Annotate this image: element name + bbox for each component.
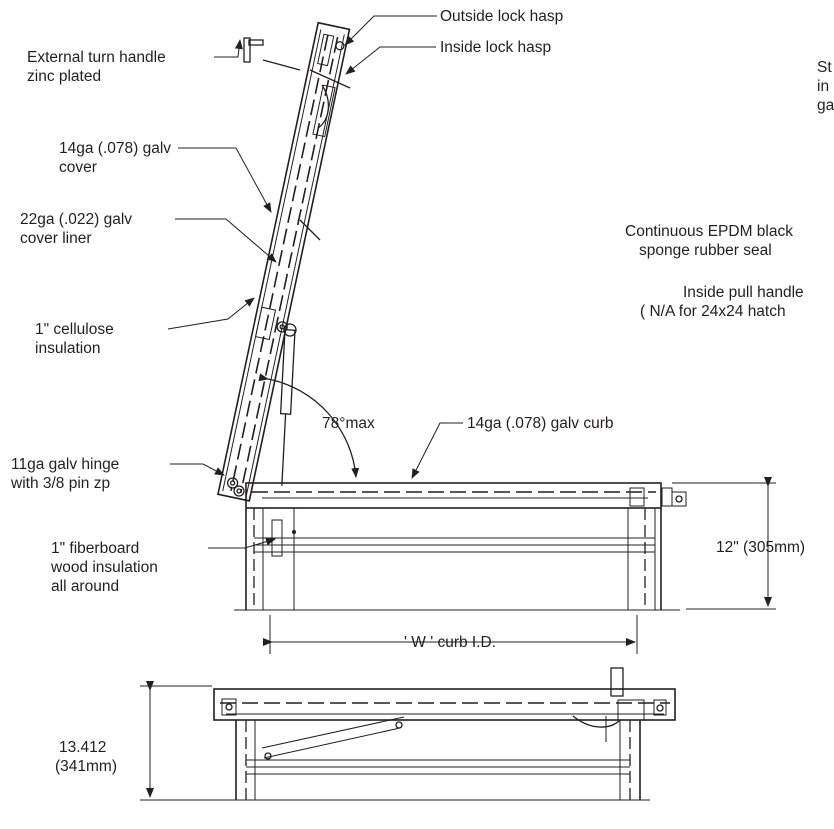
- label-insul-1: 1" cellulose: [35, 321, 114, 338]
- lower-view-closed-hatch: [140, 667, 676, 801]
- label-hinge-2: with 3/8 pin zp: [10, 475, 110, 492]
- label-insul-2: insulation: [35, 340, 101, 357]
- label-width: ' W ' curb I.D.: [404, 634, 496, 651]
- turn-handle: [243, 37, 301, 71]
- label-st-1: St: [817, 59, 832, 76]
- leader-lines: [167, 15, 463, 549]
- label-seal-1: Continuous EPDM black: [625, 223, 793, 240]
- gas-strut: [279, 323, 297, 486]
- label-height-13a: 13.412: [59, 739, 106, 756]
- label-fiber-3: all around: [51, 578, 119, 595]
- curb-frame: [233, 482, 687, 611]
- label-fiber-1: 1" fiberboard: [51, 540, 139, 557]
- label-st-2: in: [817, 78, 829, 95]
- label-height-13b: (341mm): [55, 758, 117, 775]
- dimension-width: [263, 615, 638, 654]
- label-liner-1: 22ga (.022) galv: [20, 211, 132, 228]
- label-pull-1: Inside pull handle: [683, 284, 804, 301]
- label-curb: 14ga (.078) galv curb: [467, 415, 613, 432]
- label-cover-2: cover: [59, 159, 97, 176]
- label-fiber-2: wood insulation: [50, 559, 158, 576]
- label-outside-lock-hasp: Outside lock hasp: [440, 8, 563, 25]
- label-angle: 78°max: [322, 415, 375, 432]
- label-liner-2: cover liner: [20, 230, 92, 247]
- angle-arc: [258, 373, 360, 478]
- upper-view-open-hatch: [217, 21, 776, 654]
- label-turn-handle-1: External turn handle: [27, 49, 166, 66]
- labels: Outside lock hasp Inside lock hasp Exter…: [10, 8, 834, 775]
- label-cover-1: 14ga (.078) galv: [59, 140, 171, 157]
- label-inside-lock-hasp: Inside lock hasp: [440, 39, 551, 56]
- pull-loop: [317, 84, 329, 129]
- label-seal-2: sponge rubber seal: [639, 242, 772, 259]
- label-height-12: 12" (305mm): [716, 539, 805, 556]
- dimension-12in: [672, 477, 776, 610]
- label-turn-handle-2: zinc plated: [27, 68, 101, 85]
- label-st-3: ga: [817, 97, 834, 114]
- label-hinge-1: 11ga galv hinge: [11, 456, 119, 473]
- label-pull-2: ( N/A for 24x24 hatch: [640, 303, 786, 320]
